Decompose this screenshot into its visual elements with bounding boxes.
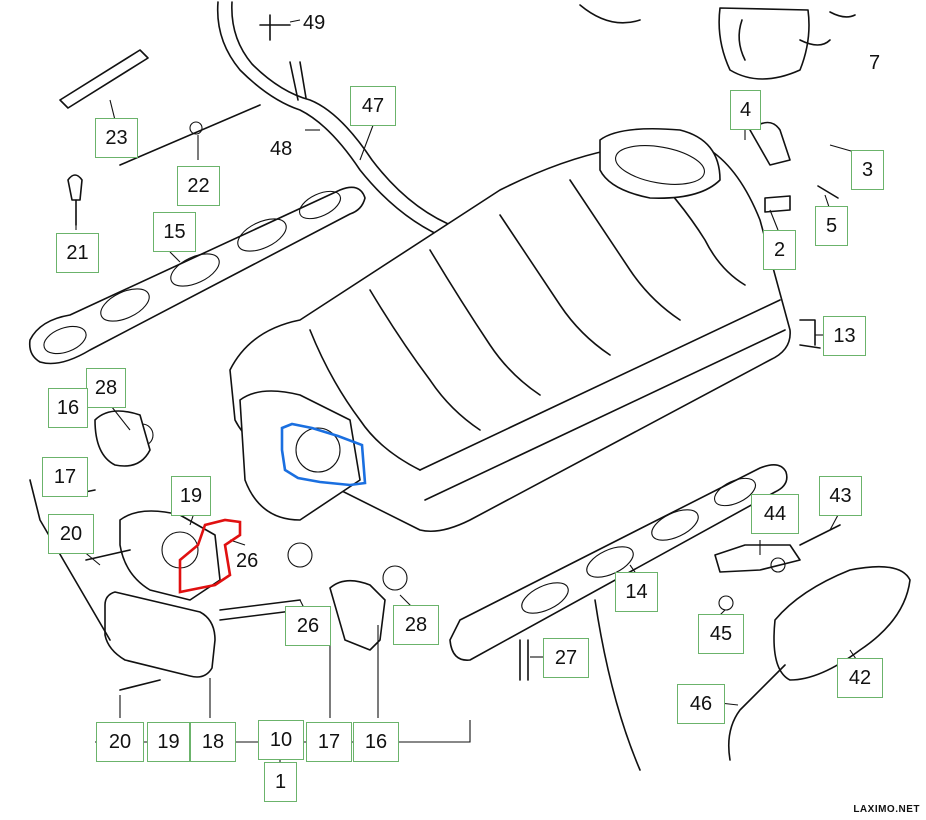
callout-19-upper[interactable]: 19 [171, 476, 211, 516]
callout-28-upper[interactable]: 28 [86, 368, 126, 408]
highlight-red [178, 518, 242, 594]
callout-21[interactable]: 21 [56, 233, 99, 273]
intake-manifold [130, 127, 791, 591]
callout-23[interactable]: 23 [95, 118, 138, 158]
callout-19-lower[interactable]: 19 [147, 722, 190, 762]
callout-42[interactable]: 42 [837, 658, 883, 698]
callout-22[interactable]: 22 [177, 166, 220, 206]
callout-14[interactable]: 14 [615, 572, 658, 612]
callout-20-lower[interactable]: 20 [96, 722, 144, 762]
callout-16-upper[interactable]: 16 [48, 388, 88, 428]
callout-17-upper[interactable]: 17 [42, 457, 88, 497]
callout-18[interactable]: 18 [190, 722, 236, 762]
callout-49: 49 [303, 12, 326, 34]
callout-17-lower[interactable]: 17 [306, 722, 352, 762]
bracket-right [519, 319, 911, 771]
callout-13[interactable]: 13 [823, 316, 866, 356]
callout-44[interactable]: 44 [751, 494, 799, 534]
callout-43[interactable]: 43 [819, 476, 862, 516]
callout-1[interactable]: 1 [264, 762, 297, 802]
callout-15[interactable]: 15 [153, 212, 196, 252]
callout-48: 48 [270, 138, 293, 160]
callout-20-upper[interactable]: 20 [48, 514, 94, 554]
callout-3[interactable]: 3 [851, 150, 884, 190]
callout-45[interactable]: 45 [698, 614, 744, 654]
callout-46[interactable]: 46 [677, 684, 725, 724]
callout-47[interactable]: 47 [350, 86, 396, 126]
throttle-housing-top [579, 4, 856, 80]
callout-26-lower[interactable]: 26 [285, 606, 331, 646]
clips-top-left [59, 49, 839, 226]
callout-2[interactable]: 2 [763, 230, 796, 270]
gasket-left [28, 186, 366, 365]
callout-27[interactable]: 27 [543, 638, 589, 678]
callout-5[interactable]: 5 [815, 206, 848, 246]
callout-28-lower[interactable]: 28 [393, 605, 439, 645]
callout-26-upper: 26 [236, 550, 259, 572]
highlight-blue [280, 422, 367, 487]
callout-7: 7 [869, 52, 881, 74]
callout-16-lower[interactable]: 16 [353, 722, 399, 762]
watermark: LAXIMO.NET [853, 804, 920, 815]
callout-4[interactable]: 4 [730, 90, 761, 130]
callout-10[interactable]: 10 [258, 720, 304, 760]
